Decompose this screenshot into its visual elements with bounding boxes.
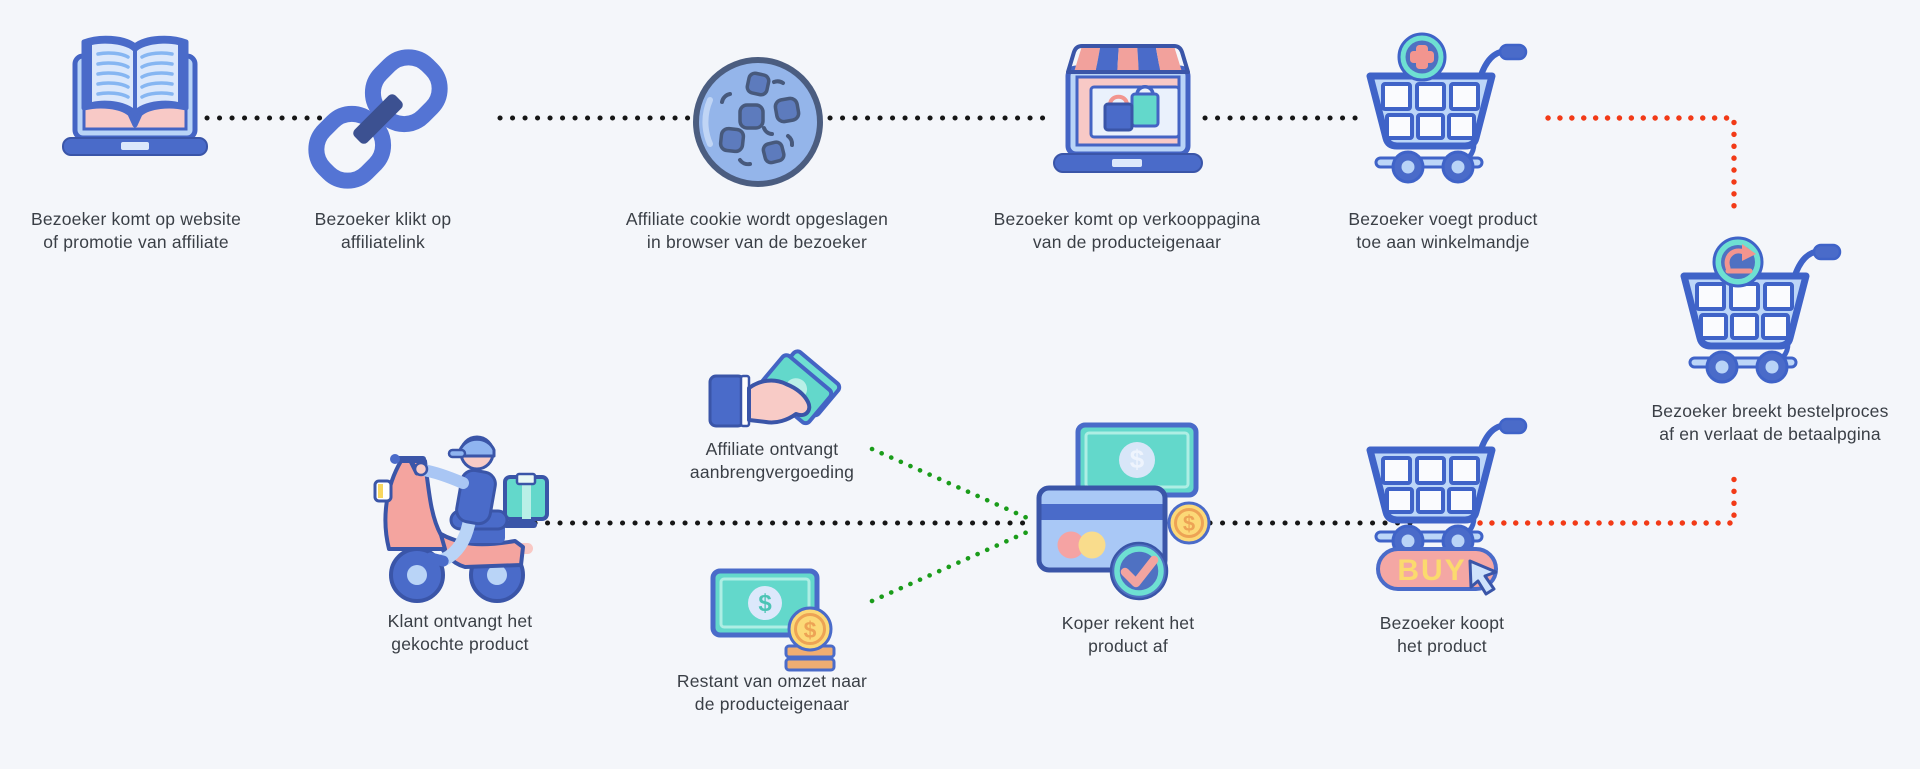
cart-buy-icon: BUY [1358,402,1528,596]
label-owner-revenue: Restant van omzet naar de producteigenaa… [676,671,868,715]
label-visit-website: Bezoeker komt op website of promotie van… [30,209,242,253]
payout-line-owner [869,526,1037,604]
label-affiliate-commission: Affiliate ontvangt aanbrengvergoeding [689,439,855,483]
return-badge [1712,236,1764,288]
label-receive-product: Klant ontvangt het gekochte product [387,611,533,655]
svg-text:$: $ [804,617,817,643]
hand-money-icon [708,349,842,428]
flow-connector-group [204,115,1423,526]
delivery-scooter-icon [373,435,549,603]
label-checkout-payment: Koper rekent het product af [1061,613,1195,657]
cart-plus-icon [1358,32,1528,193]
label-click-link: Bezoeker klikt op affiliatelink [314,209,452,253]
shop-laptop-icon [1053,44,1203,173]
chain-link-icon [308,49,448,189]
label-add-to-cart: Bezoeker voegt product toe aan winkelman… [1348,209,1538,253]
payout-line-affiliate [869,446,1037,524]
check-badge [1109,541,1169,601]
plus-badge [1397,32,1447,82]
label-buy-product: Bezoeker koopt het product [1379,613,1505,657]
label-abandon-checkout: Bezoeker breekt bestelproces af en verla… [1651,401,1889,445]
cursor-icon [1468,559,1498,596]
cookie-icon [693,57,823,187]
book-laptop-icon [62,35,208,156]
awning [1066,44,1190,74]
abandon-connector-group [1477,115,1737,526]
banknote-coin-icon: $ $ [710,568,836,672]
buy-button: BUY [1376,547,1498,596]
abandon-line-top [1545,115,1737,217]
payout-connector-group [869,446,1037,604]
svg-text:$: $ [758,590,772,617]
label-sales-page: Bezoeker komt op verkooppagina van de pr… [993,209,1261,253]
svg-text:$: $ [1183,511,1195,536]
buy-button-label: BUY [1397,554,1466,587]
card-payment-icon: $ $ [1036,422,1211,601]
label-cookie-stored: Affiliate cookie wordt opgeslagen in bro… [625,209,889,253]
abandon-line-bottom [1477,470,1737,526]
cart-return-icon [1672,236,1842,391]
svg-text:$: $ [1130,444,1145,474]
